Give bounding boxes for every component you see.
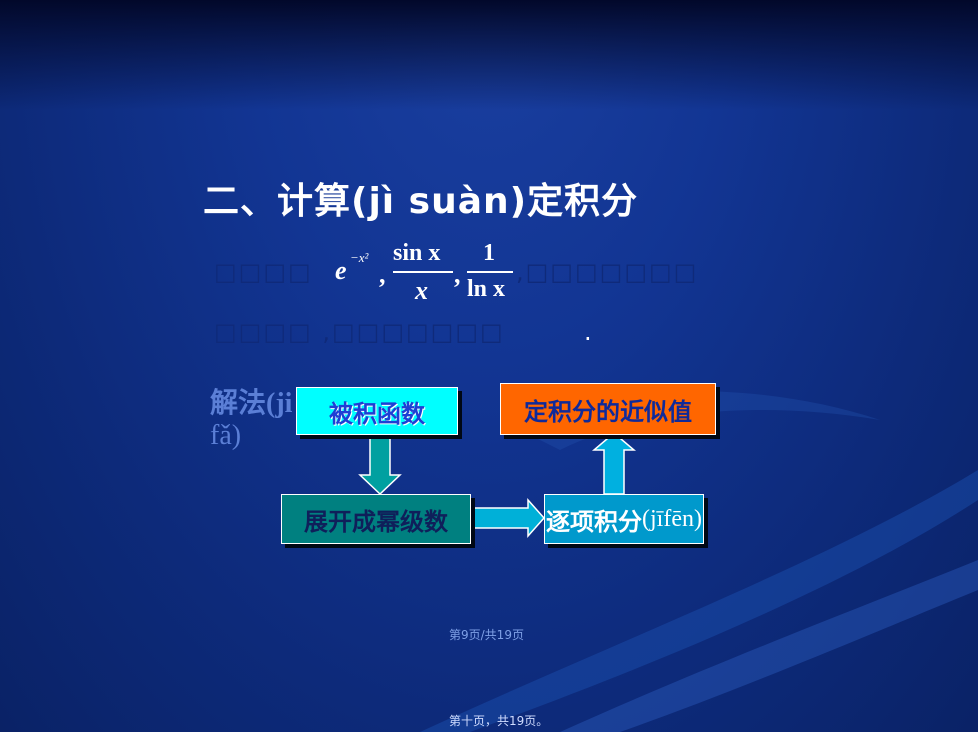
slide-title: 二、计算(jì suàn)定积分 <box>203 181 639 222</box>
termwise-label: 逐项积分 <box>546 507 643 536</box>
page-indicator: 第9页/共19页 <box>449 628 524 642</box>
arrow-right-icon <box>468 498 546 538</box>
top-shade <box>0 0 978 110</box>
formula-frac2-num: 1 <box>483 240 495 266</box>
termwise-pinyin: (jīfēn) <box>642 505 702 532</box>
integrand-box: 被积函数 <box>296 387 458 435</box>
power-series-box: 展开成幂级数 <box>281 494 471 544</box>
power-series-label: 展开成幂级数 <box>304 507 448 536</box>
formula-frac1-den: x <box>415 276 428 305</box>
text-line-1-prefix: □□□□ <box>214 258 313 286</box>
method-label-line1: 解法(ji <box>210 388 293 419</box>
approx-value-box: 定积分的近似值 <box>500 383 716 435</box>
termwise-integration-box: 逐项积分(jīfēn) <box>544 494 704 544</box>
method-label: 解法(ji fǎ) <box>210 388 292 452</box>
integrand-label: 被积函数 <box>329 399 425 428</box>
approx-value-label: 定积分的近似值 <box>524 397 692 426</box>
arrow-down-icon <box>358 432 402 496</box>
text-line-2: □□□□ ,□□□□□□□ <box>214 318 505 346</box>
footer-note: 第十页，共19页。 <box>449 714 549 728</box>
arrow-up-icon <box>591 432 637 495</box>
text-line-2-period: . <box>584 318 594 346</box>
method-label-line2: fǎ) <box>210 420 242 451</box>
text-line-1-suffix: ,□□□□□□□ <box>516 258 699 286</box>
formula-exp-power: −x² <box>350 250 369 265</box>
formula: e −x² , sin x x , 1 ln x <box>333 236 523 308</box>
formula-exp-base: e <box>335 256 347 285</box>
formula-frac2-den: ln x <box>467 276 506 302</box>
formula-frac1-num: sin x <box>393 240 441 266</box>
